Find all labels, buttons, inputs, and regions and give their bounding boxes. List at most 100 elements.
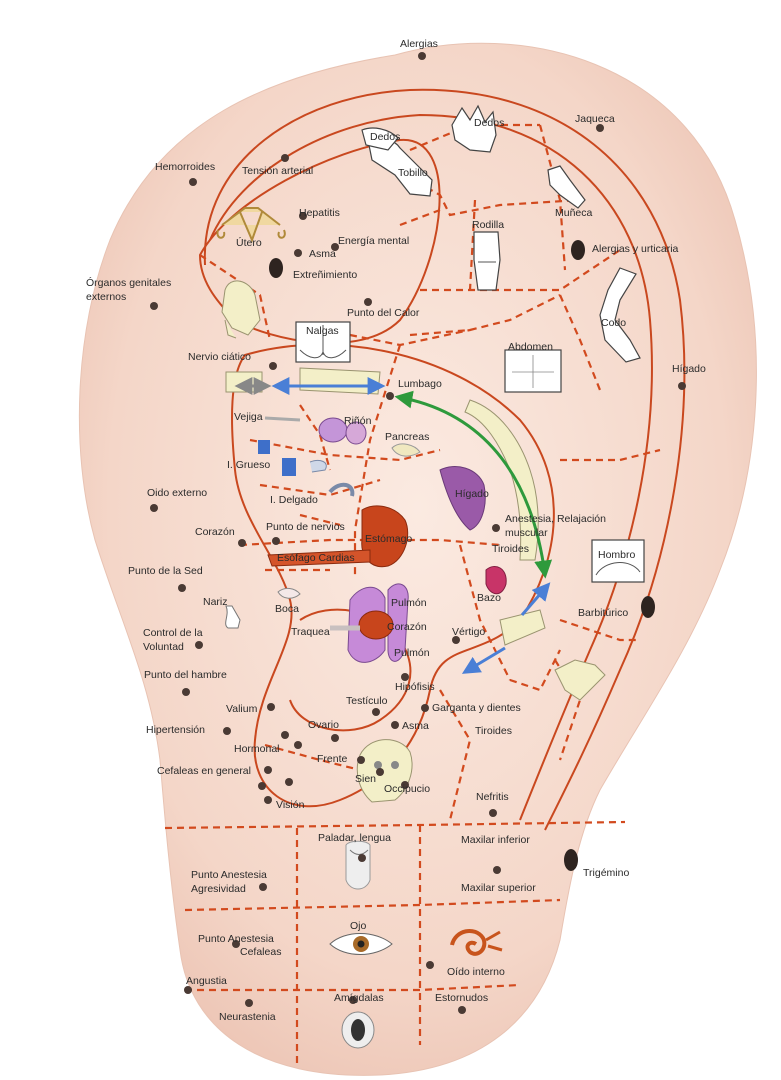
acupoint-dot [391, 721, 399, 729]
green-arrow [394, 390, 553, 579]
acupoint-dot [264, 766, 272, 774]
acupoint-dot [184, 986, 192, 994]
label-control-voluntad-2: Voluntad [143, 641, 184, 653]
label-anestesia-cefaleas-2: Cefaleas [240, 946, 281, 958]
label-tiroides-upper: Tiroides [492, 543, 529, 555]
label-codo: Codo [601, 317, 626, 329]
acupoint-dot [272, 537, 280, 545]
knee-icon [473, 231, 501, 291]
label-punto-hambre: Punto del hambre [144, 669, 227, 681]
acupoint-dot [267, 703, 275, 711]
label-lumbago: Lumbago [398, 378, 442, 390]
tonsils-icon [341, 1011, 375, 1049]
inner-ear-icon [450, 928, 503, 956]
label-anestesia-relajacion: Anestesia, Relajación [505, 513, 606, 525]
acupoint-dot [349, 996, 357, 1004]
label-corazon-left: Corazón [195, 526, 235, 538]
label-tension-arterial: Tensión arterial [242, 165, 313, 177]
acupoint-dot [489, 809, 497, 817]
label-estomago: Estómago [365, 533, 412, 545]
tongue-icon [345, 840, 371, 890]
label-anestesia-cefaleas-1: Punto Anestesia [198, 933, 274, 945]
acupoint-dot [150, 504, 158, 512]
helix-outer-line [203, 88, 686, 831]
colon-blue-icon [282, 458, 296, 476]
blue-arrow-upper [520, 582, 551, 616]
acupoint-dot [223, 727, 231, 735]
label-anestesia-agresividad-2: Agresividad [191, 883, 246, 895]
small-points [150, 52, 686, 1014]
small-intestine-icon [309, 459, 327, 473]
label-cefaleas-general: Cefaleas en general [157, 765, 251, 777]
label-oido-externo: Oido externo [147, 487, 207, 499]
label-estornudos: Estornudos [435, 992, 488, 1004]
label-nariz: Nariz [203, 596, 228, 608]
acupoint-dot [264, 796, 272, 804]
acupoint-dot [493, 866, 501, 874]
label-higado-center: Hígado [455, 488, 489, 500]
label-angustia: Angustia [186, 975, 227, 987]
label-pulmon-lower: Pulmón [394, 647, 430, 659]
label-vertigo: Vértigo [452, 626, 485, 638]
acupoint-dot [299, 212, 307, 220]
acupoint-dot [421, 704, 429, 712]
label-hormonal: Hormonal [234, 743, 280, 755]
label-jaqueca: Jaqueca [575, 113, 615, 125]
acupoint-dot [418, 52, 426, 60]
label-pancreas: Pancreas [385, 431, 429, 443]
acupoint-dot [596, 124, 604, 132]
label-abdomen: Abdomen [508, 341, 553, 353]
label-valium: Valium [226, 703, 258, 715]
duodenum-icon [328, 482, 355, 497]
label-asma-lower: Asma [402, 720, 429, 732]
barbiturico-large-point [641, 596, 655, 618]
spleen-icon [485, 566, 507, 595]
label-tobillo: Tobillo [398, 167, 428, 179]
label-intestino-grueso: I. Grueso [227, 459, 270, 471]
label-extrenimiento: Extreñimiento [293, 269, 357, 281]
throat-icon [554, 659, 606, 701]
label-paladar-lengua: Paladar, lengua [318, 832, 391, 844]
label-intestino-delgado: I. Delgado [270, 494, 318, 506]
acupoint-dot [426, 961, 434, 969]
label-dedos-foot: Dedos [370, 131, 400, 143]
foot-icon [361, 127, 433, 197]
shoulder-icon [591, 539, 645, 583]
label-ojo: Ojo [350, 920, 367, 932]
acupoint-dot [150, 302, 158, 310]
label-boca: Boca [275, 603, 299, 615]
label-utero: Útero [236, 236, 262, 249]
large-points [269, 240, 655, 871]
label-trigemino: Trigémino [583, 867, 629, 879]
label-bazo: Bazo [477, 592, 501, 604]
skull-icon [356, 739, 413, 803]
esophagus-icon [267, 549, 371, 567]
label-neurastenia: Neurastenia [219, 1011, 276, 1023]
label-oido-interno: Oído interno [447, 966, 505, 978]
label-pulmon-upper: Pulmón [391, 597, 427, 609]
label-amigdalas: Amígdalas [334, 992, 384, 1004]
acupoint-dot [452, 636, 460, 644]
label-punto-nervios: Punto de nervios [266, 521, 345, 533]
acupoint-dot [258, 782, 266, 790]
label-occipucio: Occipucio [384, 783, 430, 795]
label-nalgas: Nalgas [306, 325, 339, 337]
acupoint-dot [678, 382, 686, 390]
ear-shape [78, 42, 757, 1076]
acupoint-dot [357, 756, 365, 764]
label-dedos-hand: Dedos [474, 117, 504, 129]
acupoint-dot [281, 154, 289, 162]
label-vejiga: Vejiga [234, 411, 263, 423]
label-ovario: Ovario [308, 719, 339, 731]
label-muneca: Muñeca [555, 207, 593, 219]
acupoint-dot [331, 243, 339, 251]
acupoint-dot [401, 673, 409, 681]
blue-arrow-lower [461, 646, 506, 674]
label-anestesia-agresividad-1: Punto Anestesia [191, 869, 267, 881]
label-barbiturico: Barbitúrico [578, 607, 628, 619]
label-punto-sed: Punto de la Sed [128, 565, 203, 577]
acupoint-dot [364, 298, 372, 306]
label-organos-externos: externos [86, 291, 126, 303]
label-maxilar-inferior: Maxilar inferior [461, 834, 530, 846]
